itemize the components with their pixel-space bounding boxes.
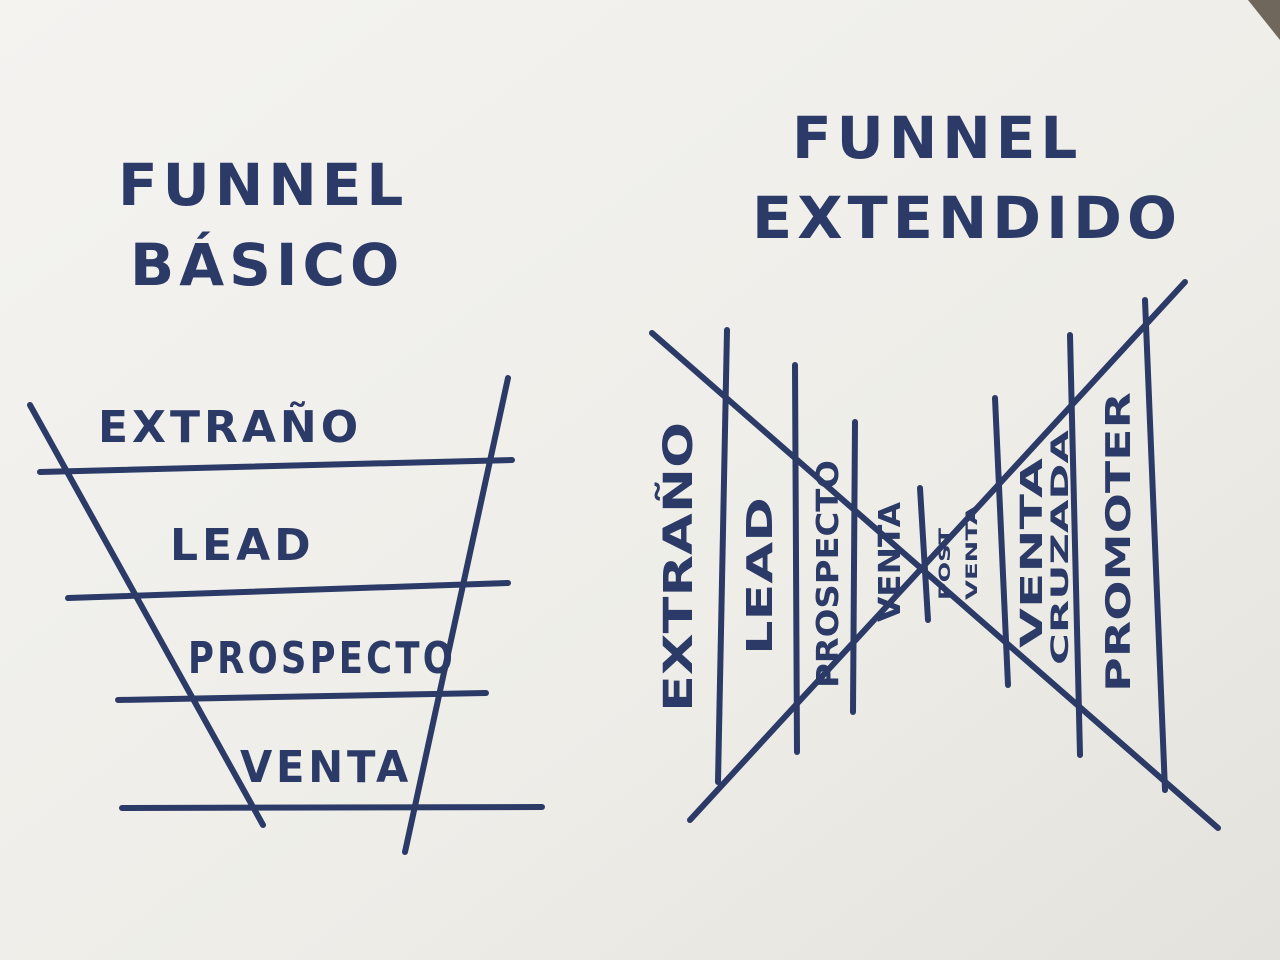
basic-stage-venta: VENTA (240, 742, 412, 793)
basic-funnel-divider-3 (115, 690, 489, 703)
extended-funnel-divider-4 (917, 485, 931, 623)
extended-stage-post-venta-line1: POST (935, 528, 954, 600)
basic-funnel: FUNNEL BÁSICO EXTRAÑO LEAD PROSPECTO VEN… (27, 151, 545, 855)
extended-stage-prospecto: PROSPECTO (811, 460, 846, 688)
extended-stage-extrano: EXTRAÑO (654, 422, 702, 712)
basic-funnel-divider-1 (37, 457, 515, 475)
extended-funnel-title-line1: FUNNEL (792, 104, 1082, 172)
extended-funnel-divider-6 (1067, 332, 1083, 758)
extended-stage-venta-cruzada-line2: CRUZADA (1046, 429, 1074, 665)
extended-funnel-divider-3 (850, 419, 858, 715)
basic-stage-prospecto: PROSPECTO (188, 633, 456, 684)
basic-funnel-divider-2 (65, 580, 511, 601)
extended-funnel-title-line2: EXTENDIDO (752, 184, 1182, 252)
extended-funnel-diagonal-up (687, 279, 1188, 823)
extended-stage-venta: VENTA (873, 501, 908, 622)
basic-stage-extrano: EXTRAÑO (98, 400, 362, 453)
extended-funnel-divider-7 (1142, 297, 1168, 793)
extended-stage-promoter: PROMOTER (1099, 392, 1139, 692)
basic-funnel-left-edge (27, 402, 266, 828)
basic-funnel-divider-4 (119, 804, 545, 811)
extended-funnel-divider-2 (792, 362, 800, 755)
extended-funnel: FUNNEL EXTENDIDO EXTRAÑO LEAD PROSPECTO … (649, 104, 1221, 831)
basic-stage-lead: LEAD (170, 520, 315, 571)
extended-funnel-diagonal-down (649, 330, 1221, 831)
basic-funnel-title-line2: BÁSICO (130, 230, 404, 299)
extended-stage-lead: LEAD (740, 497, 781, 655)
basic-funnel-right-edge (402, 375, 511, 855)
extended-stage-post-venta-line2: VENTA (962, 504, 981, 600)
basic-funnel-title-line1: FUNNEL (118, 151, 408, 219)
extended-funnel-divider-5 (992, 395, 1011, 688)
extended-stage-venta-cruzada-line1: VENTA (1015, 457, 1050, 648)
extended-funnel-divider-1 (715, 327, 730, 785)
